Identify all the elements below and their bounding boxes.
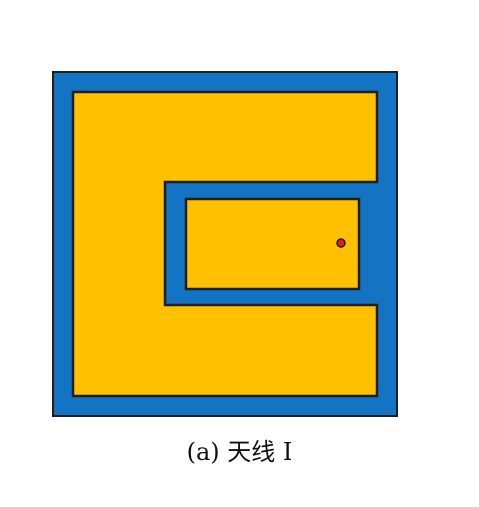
antenna-diagram [52,71,398,417]
figure-caption: (a) 天线 I [186,438,293,466]
feed-point [336,238,346,248]
c-shaped-patch [71,90,379,398]
inner-rectangular-patch [184,197,361,291]
